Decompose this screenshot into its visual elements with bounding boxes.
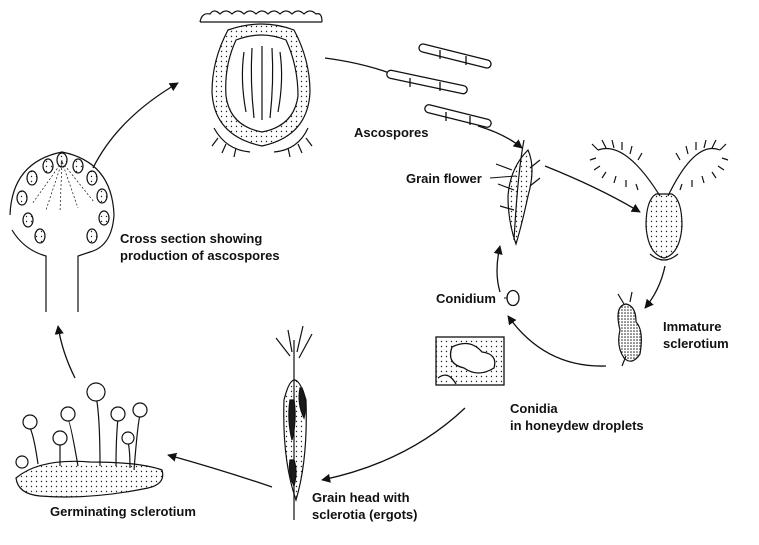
label-conidium: Conidium (436, 290, 496, 307)
arrow-stroma-to-perithecium (93, 83, 178, 168)
perithecium-illustration (200, 11, 322, 157)
stroma-cross-section-illustration (10, 152, 114, 312)
arrow-ovary-to-immature (645, 266, 665, 308)
immature-sclerotium-illustration (618, 292, 641, 366)
conidium-illustration (507, 291, 519, 306)
label-grain-head-line1: Grain head with (312, 489, 410, 506)
label-germinating-sclerotium: Germinating sclerotium (50, 503, 196, 520)
grain-flower-illustration (496, 140, 540, 244)
germinating-sclerotium-illustration (16, 383, 163, 497)
label-grain-head-line2: sclerotia (ergots) (312, 506, 417, 523)
label-conidia-line1: Conidia (510, 400, 558, 417)
arrow-grainhead-to-germinating (168, 455, 272, 487)
arrow-flower-to-ovary (545, 166, 640, 212)
grain-head-illustration (276, 326, 312, 520)
arrow-germinating-to-stroma (58, 326, 75, 378)
label-cross-section-line1: Cross section showing (120, 230, 262, 247)
arrow-conidia-to-grainhead (322, 408, 465, 480)
label-grain-flower: Grain flower (406, 170, 482, 187)
arrow-conidium-to-flower (497, 246, 500, 292)
conidia-honeydew-illustration (436, 337, 504, 385)
label-ascospores: Ascospores (354, 124, 428, 141)
label-conidia-line2: in honeydew droplets (510, 417, 644, 434)
label-immature-line2: sclerotium (663, 335, 729, 352)
arrow-ascospores-to-flower (478, 126, 522, 148)
ascospores-illustration (386, 43, 492, 128)
arrow-immature-to-conidium (508, 316, 606, 366)
ovary-illustration (590, 140, 728, 260)
label-cross-section-line2: production of ascospores (120, 247, 280, 264)
label-immature-line1: Immature (663, 318, 722, 335)
